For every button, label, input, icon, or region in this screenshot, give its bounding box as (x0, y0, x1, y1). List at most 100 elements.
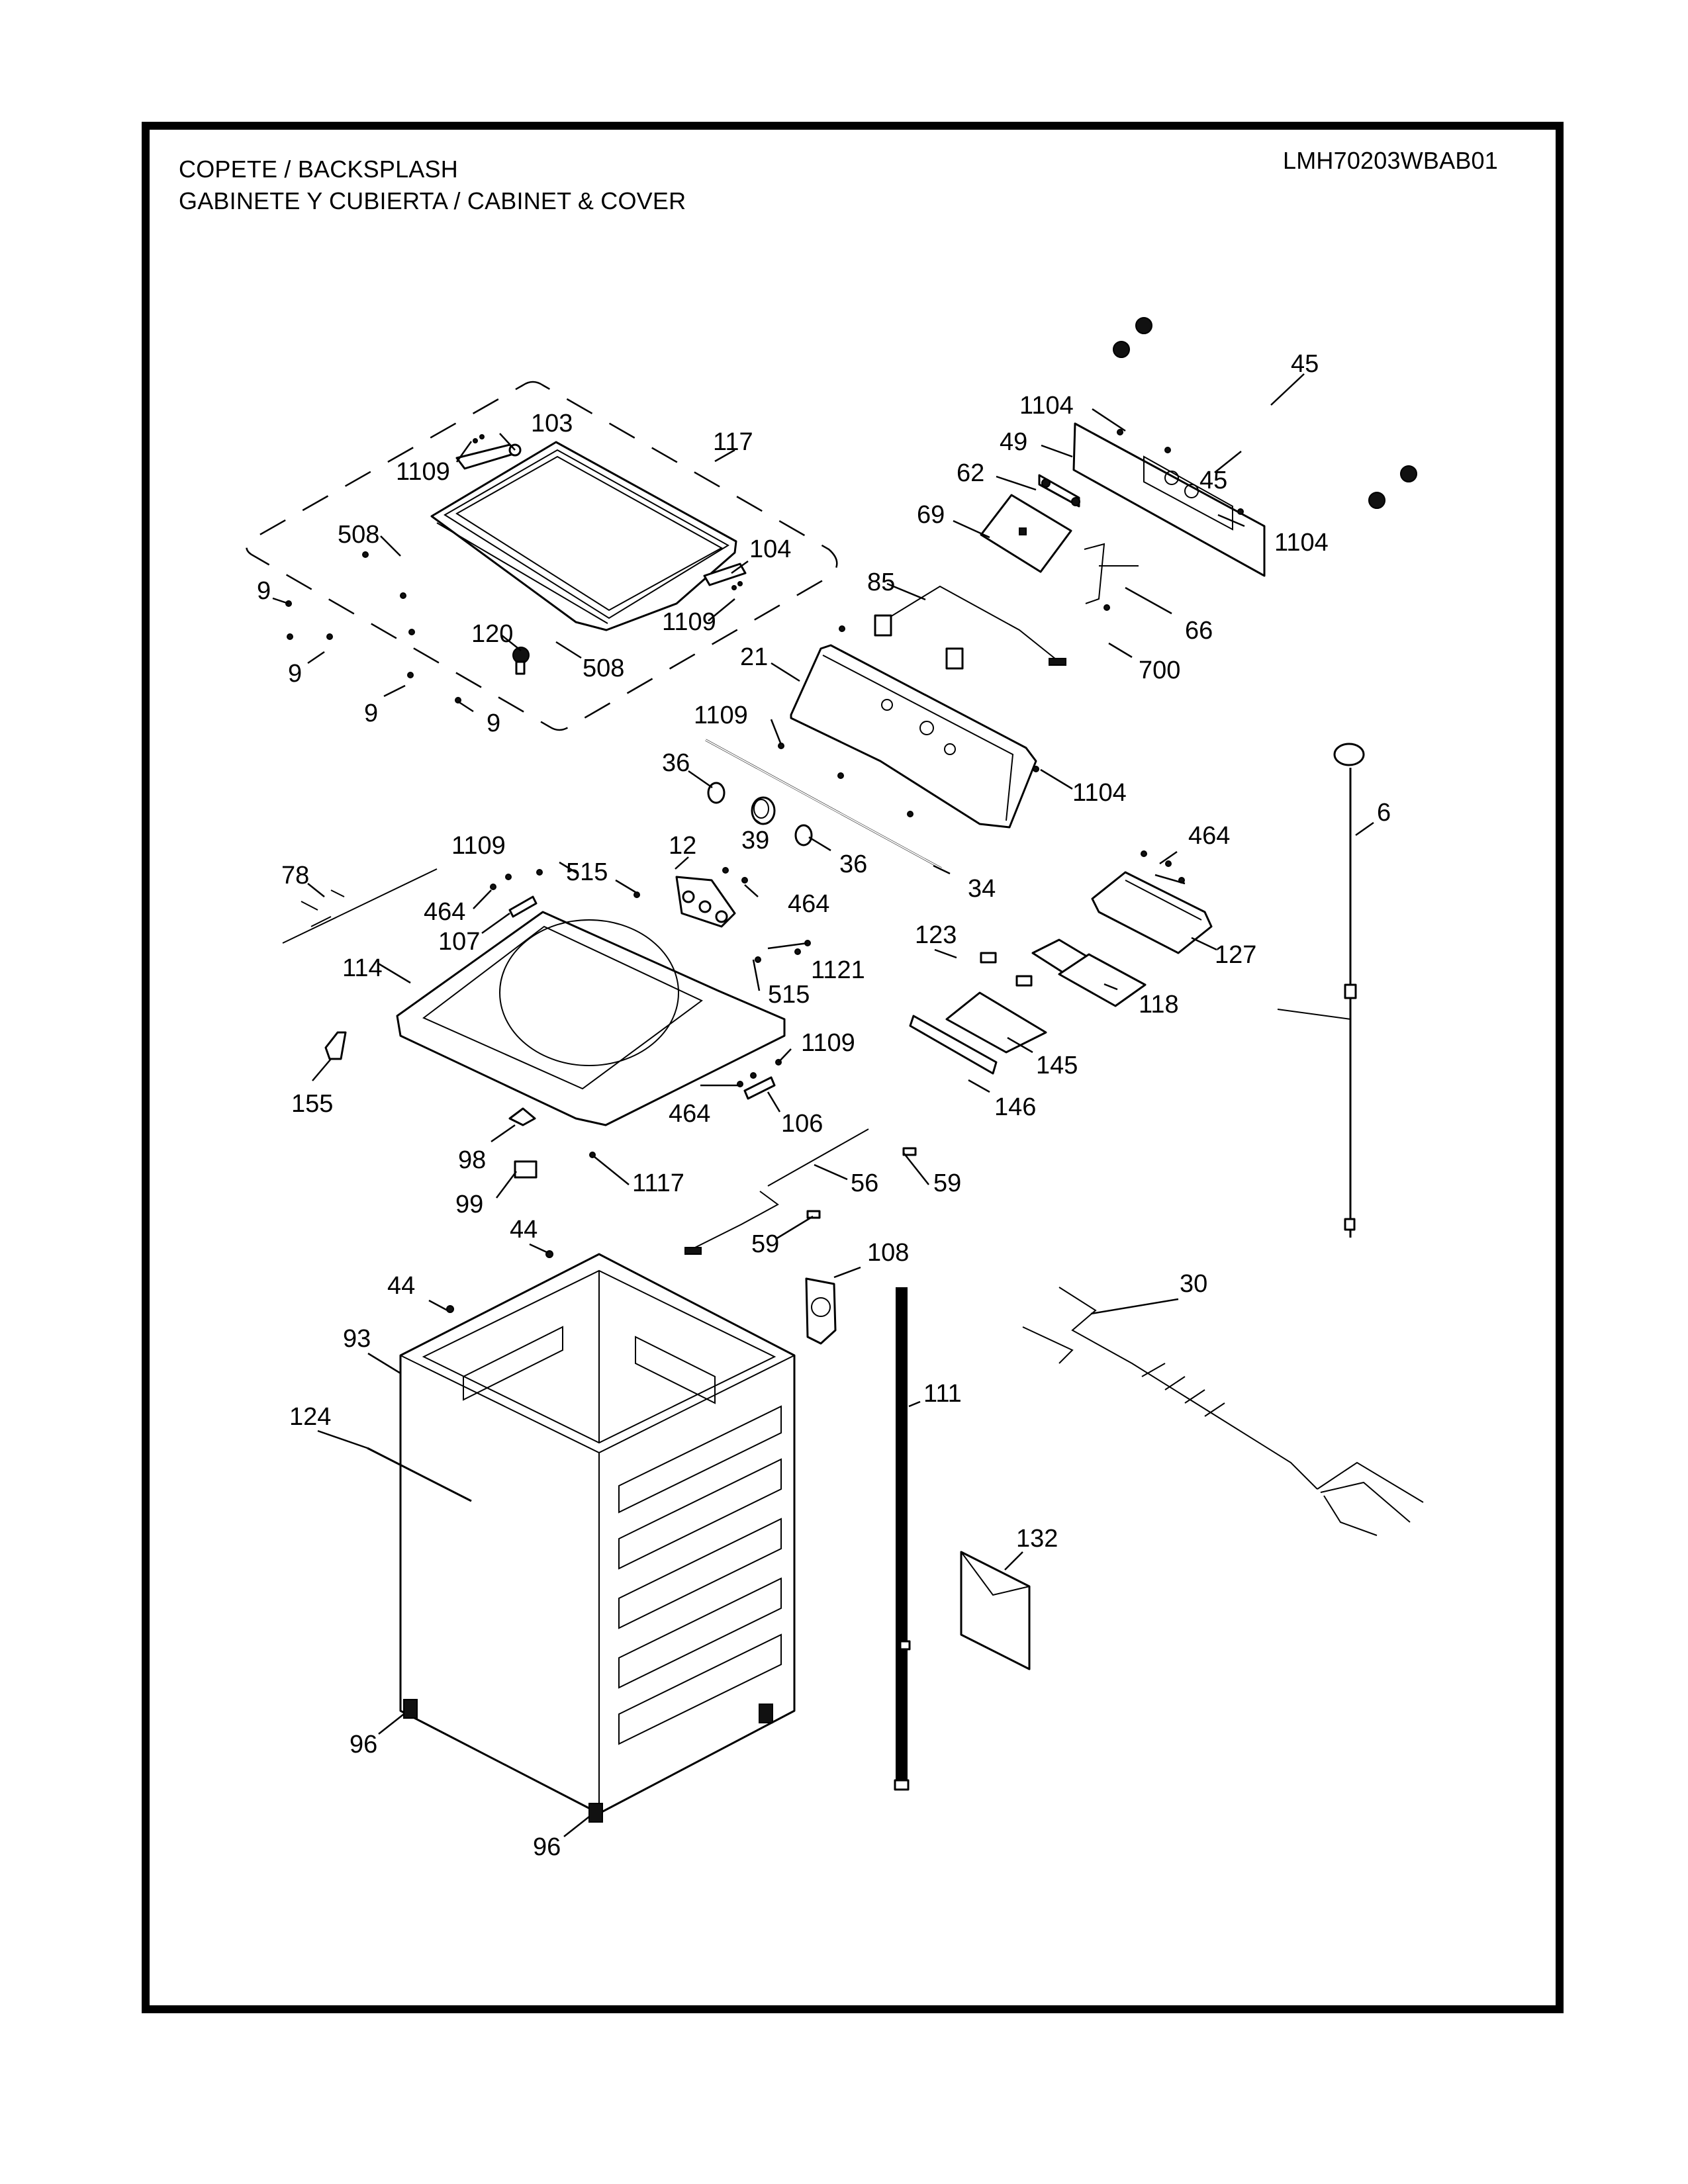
callout-1109: 1109 (451, 832, 506, 860)
callout-85: 85 (867, 569, 895, 596)
cover-part-99 (514, 1160, 538, 1179)
callout-49: 49 (1000, 428, 1027, 456)
back-panel-part-49 (1072, 422, 1266, 577)
callout-96: 96 (350, 1731, 377, 1758)
leveling-leg-part-96 (403, 1699, 773, 1823)
screws-misc (446, 429, 1244, 1313)
callout-9: 9 (487, 709, 500, 737)
callout-108: 108 (867, 1239, 909, 1267)
callout-21: 21 (740, 643, 768, 671)
callout-6: 6 (1377, 799, 1391, 827)
control-console-part-21 (790, 644, 1037, 829)
harness-part-66 (1084, 543, 1139, 604)
callout-508: 508 (583, 655, 624, 682)
callout-464: 464 (1188, 822, 1230, 850)
callout-1109: 1109 (694, 702, 748, 729)
callout-508: 508 (338, 521, 379, 549)
callout-1121: 1121 (811, 956, 865, 984)
callout-56: 56 (851, 1169, 878, 1197)
control-board-part-69 (980, 494, 1072, 573)
callout-45: 45 (1291, 350, 1319, 378)
callout-146: 146 (994, 1093, 1036, 1121)
callout-123: 123 (915, 921, 957, 949)
callout-78: 78 (281, 862, 309, 889)
callout-leaders (272, 373, 1374, 1837)
callout-44: 44 (387, 1272, 415, 1300)
callout-515: 515 (768, 981, 810, 1009)
pump-cover-part-108 (805, 1277, 837, 1345)
owners-manual-part-132 (960, 1551, 1031, 1670)
callout-69: 69 (917, 501, 945, 529)
screws-lid (285, 434, 743, 704)
harness-part-85 (874, 585, 1066, 670)
callout-44: 44 (510, 1216, 538, 1244)
knob-part-36-right (794, 824, 813, 846)
diagram-frame (142, 122, 1564, 2013)
callout-114: 114 (342, 954, 383, 982)
hinge-part-104 (703, 563, 747, 586)
callout-59: 59 (751, 1230, 779, 1258)
callout-106: 106 (781, 1110, 823, 1138)
strap-part-124 (367, 1447, 472, 1502)
callout-464: 464 (788, 890, 829, 918)
callout-45: 45 (1199, 467, 1227, 494)
lid-lock-part-106 (743, 1076, 776, 1100)
main-wire-harness-part-30 (1022, 1287, 1424, 1536)
callout-104: 104 (749, 535, 791, 563)
inlet-hose-part-45-lower (1113, 341, 1385, 509)
callout-155: 155 (291, 1090, 333, 1118)
callout-39: 39 (741, 827, 769, 854)
valve-connector-part-62 (1038, 474, 1080, 508)
trim-strip-part-34 (705, 739, 942, 870)
callout-145: 145 (1036, 1052, 1078, 1079)
callout-111: 111 (923, 1380, 962, 1408)
callout-9: 9 (288, 660, 302, 688)
callout-99: 99 (455, 1191, 483, 1218)
lid-part-117 (430, 441, 737, 631)
cabinet-part-93 (399, 1253, 796, 1815)
knob-part-36-left (707, 782, 726, 804)
callout-1104: 1104 (1072, 779, 1127, 807)
callout-127: 127 (1215, 941, 1256, 969)
callout-59: 59 (933, 1169, 961, 1197)
callout-12: 12 (669, 832, 696, 860)
bleach-dispenser-part-155 (324, 1031, 347, 1060)
callout-464: 464 (669, 1100, 710, 1128)
dispenser-drawer-part-118 (1031, 938, 1147, 1007)
model-number: LMH70203WBAB01 (1283, 147, 1498, 174)
callout-36: 36 (839, 850, 867, 878)
callout-700: 700 (1139, 657, 1180, 684)
dispenser-panel-part-146 (909, 1015, 998, 1075)
callout-1104: 1104 (1274, 529, 1329, 557)
callout-1109: 1109 (662, 608, 716, 636)
callout-labels: 45 1104 49 45 62 1104 69 85 66 700 21 11… (257, 350, 1391, 1861)
callout-1104: 1104 (1019, 392, 1074, 420)
callout-30: 30 (1180, 1270, 1207, 1298)
callout-124: 124 (289, 1403, 331, 1431)
detergent-cup-part-123 (980, 952, 1033, 987)
callout-98: 98 (458, 1146, 486, 1174)
callout-117: 117 (713, 428, 753, 456)
cap-part-98 (508, 1107, 536, 1126)
callout-103: 103 (531, 410, 573, 437)
wire-harness-part-56 (684, 1128, 869, 1255)
callout-96: 96 (533, 1833, 561, 1861)
callout-107: 107 (438, 928, 480, 956)
callout-93: 93 (343, 1325, 371, 1353)
callout-132: 132 (1016, 1525, 1058, 1553)
callout-464: 464 (424, 898, 465, 926)
callout-1109: 1109 (801, 1029, 855, 1057)
callout-62: 62 (957, 459, 984, 487)
dispenser-housing-part-127 (1091, 871, 1213, 954)
dispenser-tray-part-145 (945, 991, 1047, 1054)
pressure-sensor-part-6 (1277, 743, 1365, 1238)
wire-harness-part-78 (282, 868, 438, 944)
callout-34: 34 (968, 875, 996, 903)
section-title-backsplash: COPETE / BACKSPLASH (179, 156, 458, 183)
callout-9: 9 (364, 700, 378, 727)
callout-1117: 1117 (632, 1169, 684, 1197)
top-panel-part-114 (396, 911, 786, 1126)
callout-515: 515 (566, 858, 608, 886)
water-valve-part-12 (675, 876, 736, 928)
